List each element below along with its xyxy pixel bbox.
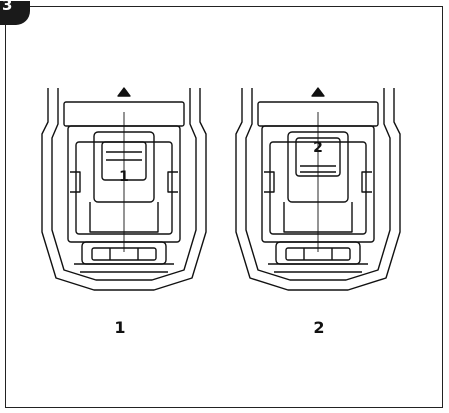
device-latch-illustration-1: 1 [41, 87, 207, 291]
illustration-frame: 3 [0, 0, 443, 408]
device-latch-illustration-2: 2 [235, 87, 401, 291]
callout-label: 2 [313, 140, 323, 156]
figure-caption-1: 1 [114, 318, 126, 337]
callout-label: 1 [119, 169, 129, 185]
step-number-tab: 3 [0, 0, 30, 25]
figure-caption-2: 2 [313, 318, 325, 337]
step-number: 3 [2, 0, 13, 14]
